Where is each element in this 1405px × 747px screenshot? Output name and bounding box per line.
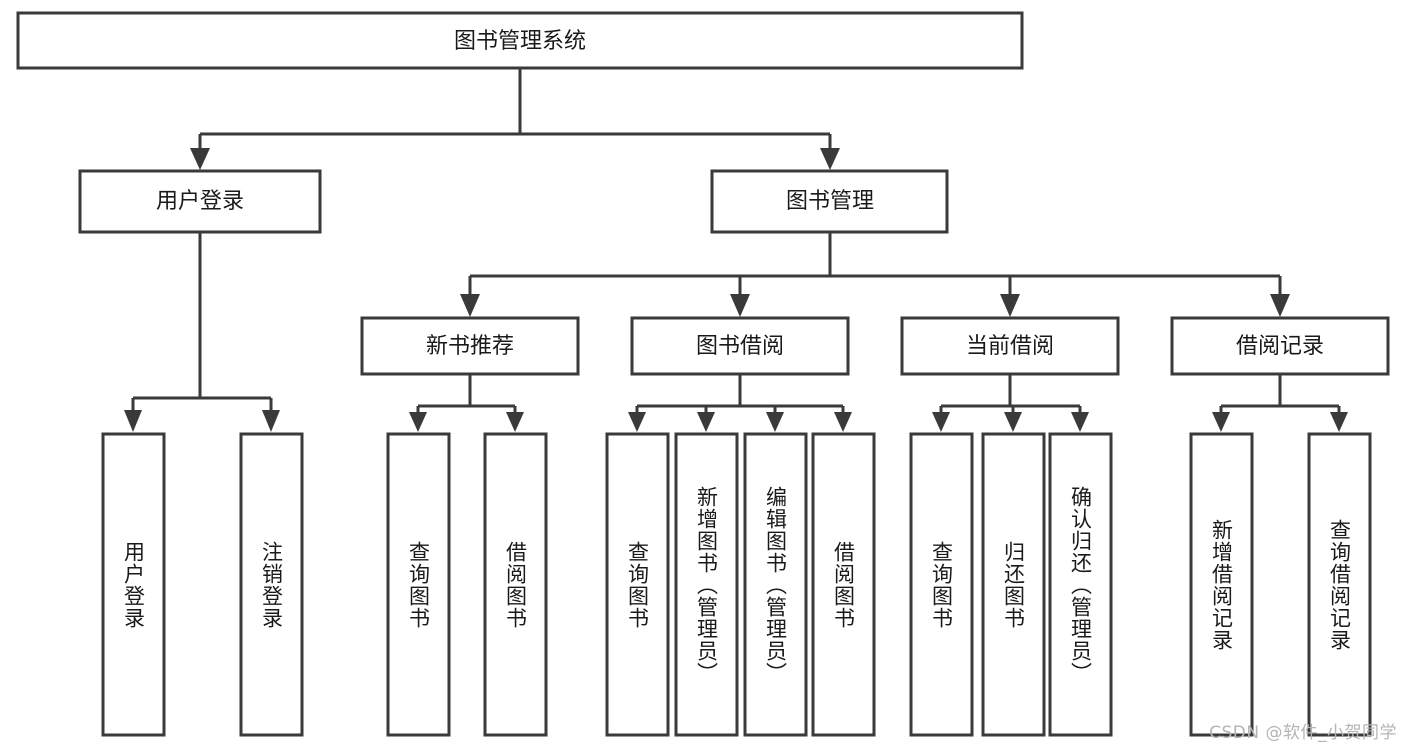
arrow-to-leaf-user-login [124,410,142,432]
node-borrow-records[interactable]: 借阅记录 [1170,316,1390,376]
node-root[interactable]: 图书管理系统 [16,11,1024,70]
root-box[interactable] [16,11,1024,70]
arrow-to-leaf-return-book [1004,412,1022,432]
leaf-box-layer [101,432,1372,737]
arrow-to-book-management [820,148,840,170]
arrow-to-leaf-borrow-book [834,412,852,432]
leaf-confirm-return-admin-box[interactable] [1048,432,1113,737]
leaf-borrow-book-box[interactable] [811,432,876,737]
csdn-watermark: CSDN @软件_小贺同学 [1209,723,1397,743]
leaf-borrow-book-recommend-box[interactable] [483,432,548,737]
leaf-return-book-box[interactable] [981,432,1046,737]
arrow-to-new-book-recommend [460,294,480,317]
current-borrow-label: 当前借阅 [966,334,1054,359]
borrow-records-box[interactable] [1170,316,1390,376]
book-management-label: 图书管理 [786,189,874,214]
leaf-add-book-admin-box[interactable] [674,432,739,737]
node-book-borrow[interactable]: 图书借阅 [630,316,850,376]
leaf-edit-book-admin-box[interactable] [743,432,808,737]
node-new-book-recommend[interactable]: 新书推荐 [360,316,580,376]
leaf-user-login-box[interactable] [101,432,166,737]
book-borrow-box[interactable] [630,316,850,376]
arrow-to-leaf-borrow-book-recommend [506,412,524,432]
arrow-to-current-borrow [1000,294,1020,317]
node-book-management[interactable]: 图书管理 [710,169,949,234]
connector-layer [124,68,1348,432]
arrow-to-leaf-query-book-current [932,412,950,432]
current-borrow-box[interactable] [900,316,1120,376]
arrow-to-leaf-add-borrow-record [1212,412,1230,432]
arrow-to-leaf-edit-book-admin [766,412,784,432]
borrow-records-label: 借阅记录 [1236,334,1324,359]
arrow-to-user-login [190,148,210,170]
arrow-to-leaf-query-book-recommend [409,412,427,432]
leaf-query-borrow-record-box[interactable] [1307,432,1372,737]
user-login-label: 用户登录 [156,189,244,214]
arrow-to-leaf-logout-login [262,410,280,432]
user-login-box[interactable] [78,169,322,234]
new-book-recommend-box[interactable] [360,316,580,376]
arrow-to-leaf-query-borrow-record [1330,412,1348,432]
leaf-logout-login-box[interactable] [239,432,304,737]
node-user-login[interactable]: 用户登录 [78,169,322,234]
arrow-to-leaf-add-book-admin [697,412,715,432]
leaf-query-book-recommend-box[interactable] [386,432,451,737]
arrow-to-borrow-records [1270,294,1290,317]
node-current-borrow[interactable]: 当前借阅 [900,316,1120,376]
new-book-recommend-label: 新书推荐 [426,334,514,359]
book-borrow-label: 图书借阅 [696,334,784,359]
root-label: 图书管理系统 [454,29,586,54]
leaf-query-book-borrow-box[interactable] [605,432,670,737]
arrow-to-leaf-confirm-return-admin [1071,412,1089,432]
leaf-query-book-current-box[interactable] [909,432,974,737]
arrow-to-leaf-query-book-borrow [628,412,646,432]
arrow-to-book-borrow [730,294,750,317]
leaf-add-borrow-record-box[interactable] [1189,432,1254,737]
book-management-box[interactable] [710,169,949,234]
